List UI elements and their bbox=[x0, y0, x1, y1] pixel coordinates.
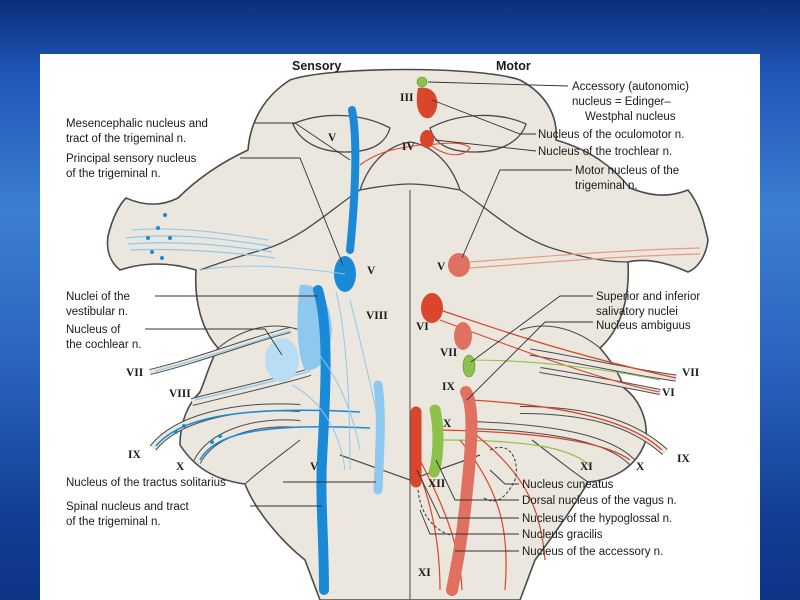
numeral-VI-right: VI bbox=[662, 387, 675, 399]
numeral-VI: VI bbox=[416, 321, 429, 333]
numeral-XI-bottom: XI bbox=[418, 567, 431, 579]
numeral-VIII: VIII bbox=[366, 310, 388, 322]
numeral-X: X bbox=[443, 418, 452, 430]
label-accessory: Nucleus of the accessory n. bbox=[522, 546, 663, 558]
leader-trochlear bbox=[434, 139, 537, 152]
numeral-IX-right: IX bbox=[677, 453, 690, 465]
label-solitary: Nucleus of the tractus solitarius bbox=[66, 477, 226, 489]
abducens-nucleus bbox=[421, 293, 443, 323]
cochlear-nucleus bbox=[265, 338, 299, 382]
glossopharyngeal-root-right-fibres bbox=[469, 399, 663, 451]
numeral-VIII-left: VIII bbox=[169, 388, 191, 400]
glossopharyngeal-root-left-fill bbox=[150, 404, 301, 450]
leader-motor-trigeminal bbox=[461, 169, 572, 259]
facial-root-right-fill bbox=[529, 349, 677, 381]
trigeminal-root-right bbox=[469, 247, 701, 269]
leader-edinger-westphal bbox=[427, 81, 569, 87]
numeral-X-right: X bbox=[636, 461, 645, 473]
numeral-V-mesencephalic: V bbox=[328, 132, 337, 144]
leader-principal-sensory bbox=[240, 157, 344, 266]
leader-salivatory bbox=[470, 295, 593, 363]
salivatory-fibres bbox=[469, 359, 661, 381]
label-hypoglossal: Nucleus of the hypoglossal n. bbox=[522, 513, 672, 525]
numeral-IX: IX bbox=[442, 381, 455, 393]
label-ambiguus: Nucleus ambiguus bbox=[596, 320, 691, 332]
vestibulocochlear-root-left-fibres bbox=[194, 370, 311, 401]
numeral-XI-right: XI bbox=[580, 461, 593, 473]
label-vestibular: Nuclei of the vestibular n. bbox=[66, 291, 133, 318]
glossopharyngeal-root-left-fibres bbox=[155, 409, 361, 447]
label-principal-sensory: Principal sensory nucleus of the trigemi… bbox=[66, 153, 200, 180]
edinger-westphal-nucleus bbox=[416, 76, 428, 88]
spinal-trigeminal-nucleus bbox=[313, 285, 331, 595]
label-motor-trigeminal: Motor nucleus of the trigeminal n. bbox=[575, 165, 682, 192]
label-trochlear: Nucleus of the trochlear n. bbox=[538, 146, 672, 158]
accessory-fibres bbox=[469, 429, 546, 561]
leader-cochlear bbox=[145, 328, 283, 356]
numeral-V-sensory: V bbox=[367, 265, 376, 277]
numeral-IV: IV bbox=[402, 141, 415, 153]
numeral-V-spinal: V bbox=[310, 461, 319, 473]
trochlear-fibres bbox=[424, 139, 471, 156]
label-dorsal-vagus: Dorsal nucleus of the vagus n. bbox=[522, 495, 677, 507]
lower-left-lobe bbox=[217, 325, 301, 349]
leader-dorsal-vagus bbox=[435, 459, 519, 501]
gracilis-cuneatus-outline bbox=[483, 446, 517, 502]
fourth-ventricle-top bbox=[359, 141, 461, 191]
label-gracilis: Nucleus gracilis bbox=[522, 529, 603, 541]
leader-oculomotor bbox=[431, 99, 536, 135]
numeral-XII: XII bbox=[428, 478, 446, 490]
trochlear-nucleus bbox=[420, 130, 434, 148]
trochlear-fibres-2 bbox=[359, 144, 421, 166]
vagus-root-left-fill bbox=[194, 420, 301, 464]
vestibulocochlear-root-left-fill bbox=[191, 369, 311, 405]
leader-hypoglossal bbox=[416, 469, 519, 519]
label-mesencephalic: Mesencephalic nucleus and tract of the t… bbox=[66, 118, 211, 145]
leader-cuneatus bbox=[489, 469, 519, 485]
solitary-nucleus bbox=[373, 380, 385, 495]
salivatory-nuclei bbox=[462, 354, 476, 378]
label-cochlear: Nucleus of the cochlear n. bbox=[66, 324, 141, 351]
medulla-left-border bbox=[244, 439, 301, 485]
numeral-IX-left: IX bbox=[128, 449, 141, 461]
label-edinger-westphal: Accessory (autonomic) nucleus = Edinger–… bbox=[572, 81, 692, 123]
vagus-root-right-fill bbox=[469, 422, 635, 465]
sensory-tract-fibres bbox=[199, 265, 379, 471]
left-colliculus-curve bbox=[292, 114, 391, 153]
ganglion-dots-left bbox=[174, 424, 222, 444]
label-salivatory: Superior and inferior salivatory nuclei bbox=[596, 291, 703, 318]
motor-trigeminal-nucleus bbox=[448, 253, 470, 277]
trigeminal-root-dots bbox=[146, 213, 172, 260]
facial-nucleus bbox=[454, 322, 472, 350]
numeral-III: III bbox=[400, 92, 414, 104]
label-oculomotor: Nucleus of the oculomotor n. bbox=[538, 129, 684, 141]
left-peduncle-line bbox=[199, 189, 361, 271]
numeral-V-motor: V bbox=[437, 261, 446, 273]
brainstem-outline bbox=[106, 68, 709, 600]
mesencephalic-nucleus bbox=[346, 106, 360, 254]
numeral-VII-left: VII bbox=[126, 367, 144, 379]
medulla-right-border bbox=[531, 439, 589, 483]
leader-gracilis bbox=[419, 509, 519, 535]
leader-mesencephalic bbox=[255, 122, 351, 161]
facial-root-left-fibres bbox=[154, 330, 291, 372]
leader-ambiguus bbox=[466, 321, 593, 401]
oculomotor-nucleus bbox=[416, 87, 438, 119]
sensory-header: Sensory bbox=[292, 59, 341, 73]
vagus-root-left-fibres bbox=[199, 425, 371, 461]
motor-header: Motor bbox=[496, 59, 531, 73]
right-peduncle-line bbox=[459, 189, 629, 263]
lower-right-lobe bbox=[519, 325, 601, 349]
numeral-VII-right: VII bbox=[682, 367, 700, 379]
label-spinal-trigeminal: Spinal nucleus and tract of the trigemin… bbox=[66, 501, 192, 528]
numeral-VII: VII bbox=[440, 347, 458, 359]
dorsal-vagus-nucleus bbox=[428, 404, 444, 478]
facial-root-right-fibres bbox=[439, 309, 677, 379]
trigeminal-root-left bbox=[125, 228, 276, 259]
numeral-X-left: X bbox=[176, 461, 185, 473]
label-cuneatus: Nucleus cuneatus bbox=[522, 479, 614, 491]
